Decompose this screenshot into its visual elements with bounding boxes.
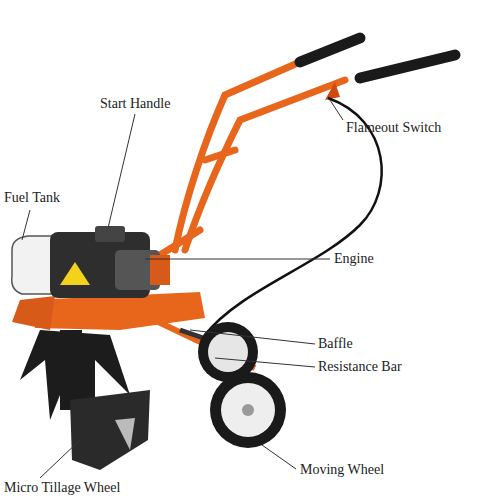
wheel: [198, 322, 286, 448]
part-label: Start Handle: [100, 96, 170, 112]
engine: [50, 226, 170, 298]
part-label: Flameout Switch: [346, 120, 441, 136]
part-label: Baffle: [318, 336, 353, 352]
baffle-front: [12, 296, 55, 330]
handle: [160, 62, 345, 255]
part-label: Fuel Tank: [4, 190, 60, 206]
leader-line: [22, 100, 343, 478]
part-label: Micro Tillage Wheel: [4, 480, 120, 496]
part-label: Engine: [334, 251, 374, 267]
foot-plate: [70, 390, 150, 470]
switch-lever: [325, 82, 340, 100]
part-label: Moving Wheel: [300, 462, 384, 478]
pin: [115, 418, 135, 450]
fuel-tank: [12, 236, 52, 294]
part-label: Resistance Bar: [318, 359, 402, 375]
grip: [300, 38, 455, 78]
